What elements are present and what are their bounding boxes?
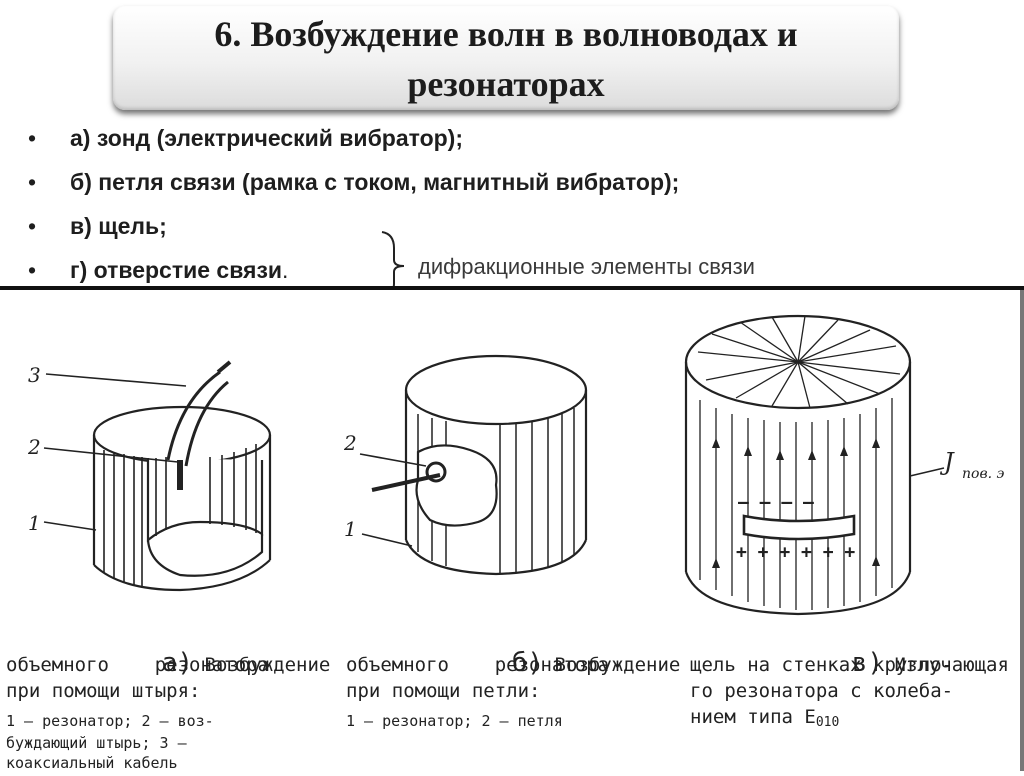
cavity-probe-drawing (43, 360, 272, 592)
slide-title: 6. Возбуждение волн в волноводах и резон… (113, 6, 899, 110)
label-1: 1 (28, 511, 41, 535)
caption-a-head: а) Возбуждение (116, 624, 331, 704)
bullet-item: • б) петля связи (рамка с током, магнитн… (28, 167, 1008, 211)
caption-c-line4-wrap: нием типа E010 (690, 704, 839, 736)
caption-a-line4: 1 — резонатор; 2 — воз- (6, 712, 214, 730)
label-1-b: 1 (344, 517, 357, 541)
bullet-text: в) щель; (70, 213, 167, 239)
title-line-1: 6. Возбуждение волн в волноводах и (214, 14, 798, 54)
caption-b-line1: Возбуждение (554, 654, 681, 676)
caption-c-line4: нием типа E (690, 706, 816, 728)
caption-b-line4: 1 — резонатор; 2 — петля (346, 712, 563, 730)
caption-c-line2: щель на стенках кругло- (690, 654, 954, 676)
title-line-2: резонаторах (407, 64, 605, 104)
caption-a-letter: а) (161, 648, 194, 678)
caption-a-line6: коаксиальный кабель (6, 754, 178, 772)
figure-panel: 3 2 1 2 1 (0, 286, 1024, 772)
bullet-text: а) зонд (электрический вибратор); (70, 125, 463, 151)
bullet-text-tail: . (282, 257, 289, 283)
label-2: 2 (27, 435, 41, 459)
current-label-sub: пов. э (962, 466, 1004, 482)
caption-b-letter: б) (511, 648, 544, 678)
bullet-marker: • (28, 213, 37, 239)
bullet-note: дифракционные элементы связи (418, 254, 755, 279)
label-2-b: 2 (343, 431, 357, 455)
cavity-loop-drawing (359, 354, 588, 576)
bullet-text: б) петля связи (рамка с током, магнитный… (70, 169, 680, 195)
caption-c-line1: Излучающая (894, 654, 1009, 676)
caption-c-line3: го резонатора с колеба- (690, 680, 954, 702)
brace-icon (381, 231, 405, 292)
caption-c-head: в) Излучающая (806, 624, 1009, 704)
bullet-item: • в) щель; (28, 211, 1008, 255)
caption-a-line5: буждающий штырь; 3 — (6, 734, 187, 752)
slot-minus-signs: — — — — (738, 492, 814, 513)
caption-b-line3: при помощи петли: (346, 680, 541, 702)
bullet-item: • г) отверстие связи. (28, 255, 1008, 299)
bullet-item: • а) зонд (электрический вибратор); (28, 123, 1008, 167)
bullet-text: г) отверстие связи (70, 257, 283, 283)
bullet-marker: • (28, 169, 37, 195)
bullet-list: • а) зонд (электрический вибратор); • б)… (28, 123, 1008, 299)
bullet-marker: • (28, 125, 37, 151)
cavity-slot-drawing (684, 314, 945, 616)
caption-a-line3: при помощи штыря: (6, 680, 201, 702)
bullet-marker: • (28, 257, 37, 283)
current-label: J (939, 448, 955, 476)
caption-a-line1: Возбуждение (204, 654, 331, 676)
caption-b-head: б) Возбуждение (466, 624, 681, 704)
caption-c-letter: в) (851, 648, 884, 678)
resonator-diagram: 3 2 1 2 1 (27, 314, 1004, 616)
slot-plus-signs: + + + + + + (736, 542, 855, 563)
caption-a-line2: объемного резонатора (6, 654, 270, 676)
caption-c-line4-sub: 010 (815, 715, 840, 730)
caption-b-line2: объемного резонатора (346, 654, 610, 676)
label-3: 3 (28, 363, 41, 387)
